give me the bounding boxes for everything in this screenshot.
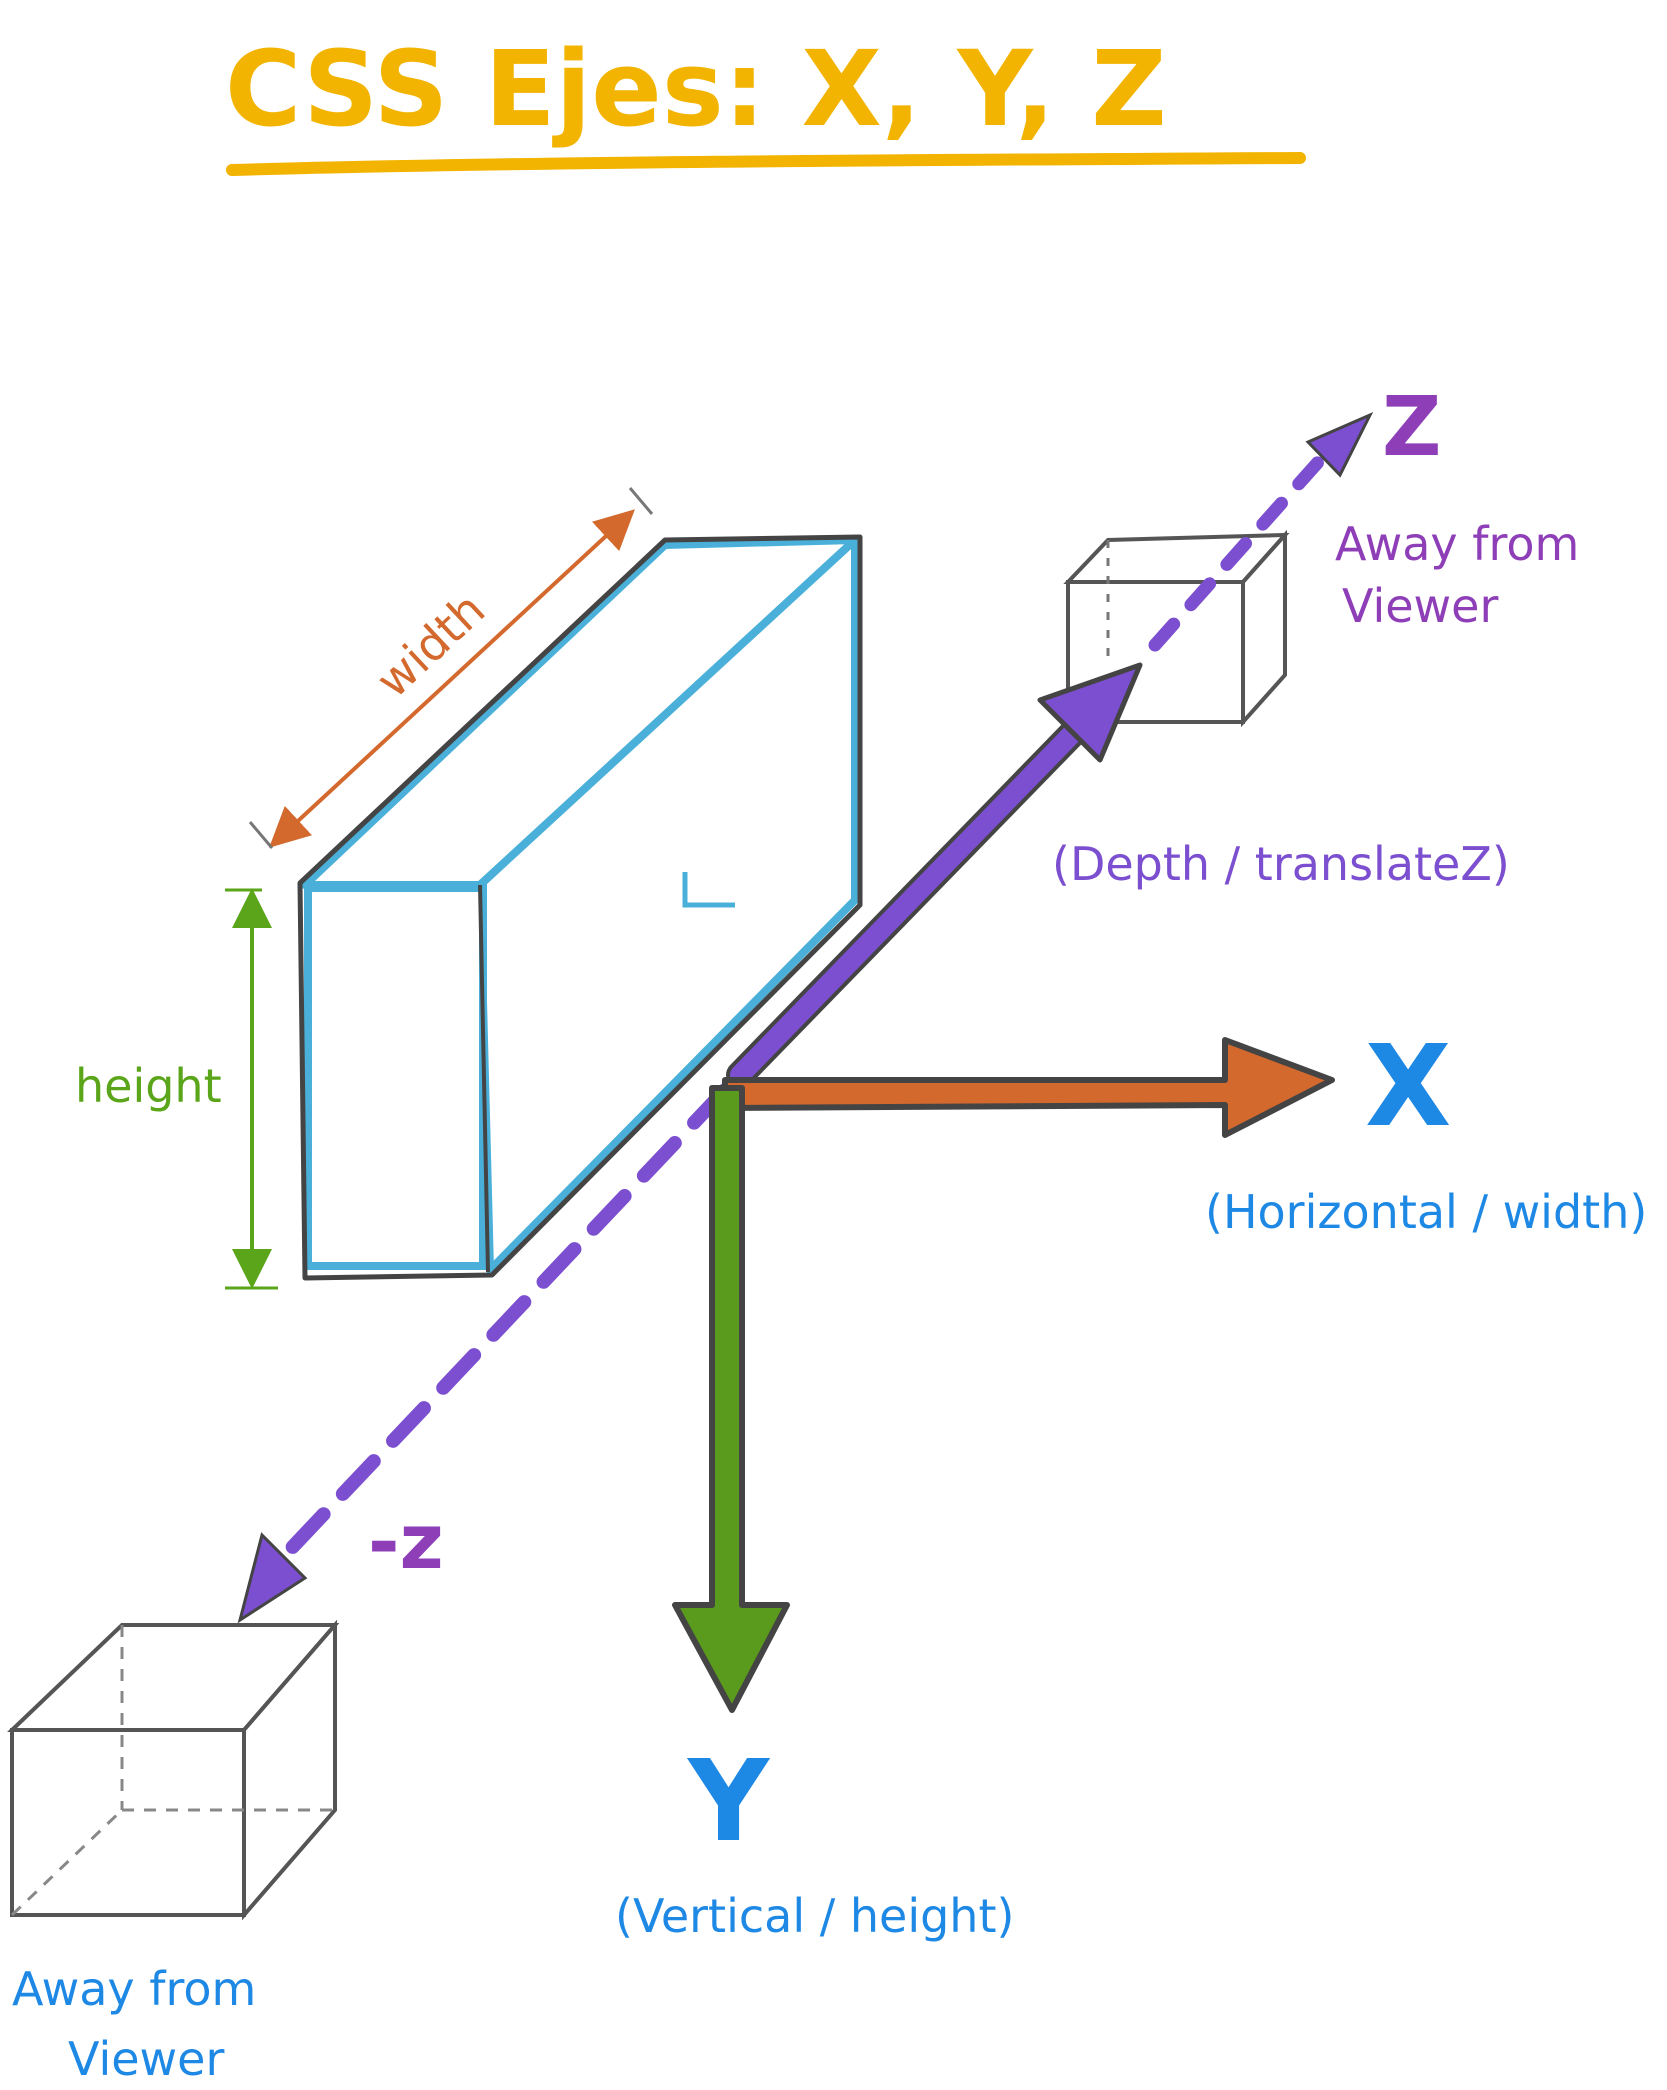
page-title: CSS Ejes: X, Y, Z: [225, 28, 1167, 150]
neg-z-note-line-1: Away from: [12, 1962, 256, 2016]
x-axis-caption: (Horizontal / width): [1205, 1185, 1647, 1239]
z-axis: [726, 411, 1374, 1089]
y-axis-letter: Y: [686, 1737, 771, 1867]
height-label: height: [75, 1059, 222, 1113]
y-axis: [672, 1085, 790, 1713]
z-axis-caption: (Depth / translateZ): [1052, 837, 1510, 891]
x-axis: [722, 1037, 1335, 1138]
height-dimension: height: [75, 888, 278, 1290]
x-axis-letter: X: [1365, 1022, 1451, 1152]
cube-outline-icon: [7, 1619, 340, 1921]
3d-box-icon: [297, 534, 863, 1281]
z-note-line-2: Viewer: [1342, 579, 1498, 633]
z-axis-letter: Z: [1382, 380, 1441, 475]
width-label: width: [366, 582, 496, 708]
title-underline: [226, 152, 1306, 176]
neg-z-axis: [237, 1083, 732, 1624]
neg-z-letter: -z: [368, 1497, 444, 1586]
y-axis-caption: (Vertical / height): [615, 1889, 1014, 1943]
neg-z-note-line-2: Viewer: [68, 2032, 224, 2086]
z-note-line-1: Away from: [1335, 517, 1579, 571]
